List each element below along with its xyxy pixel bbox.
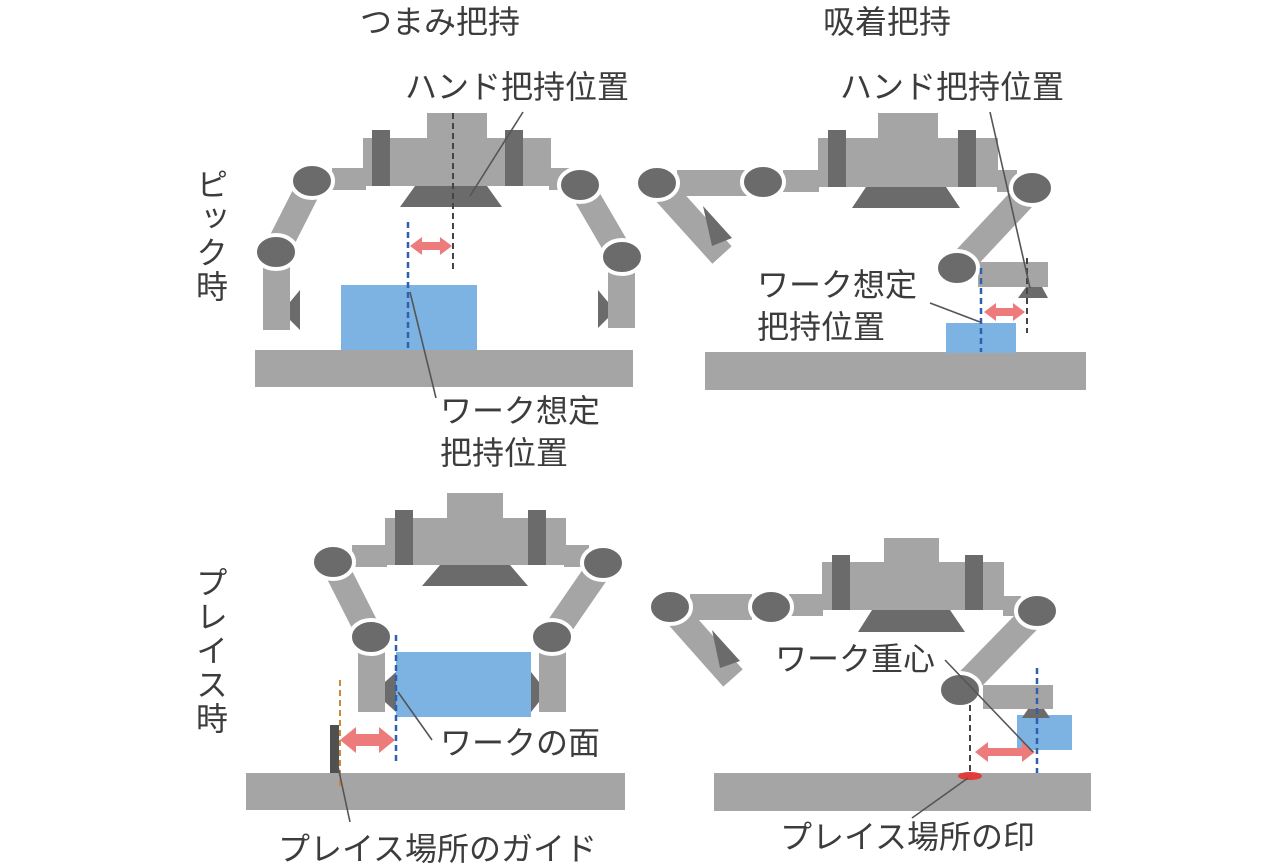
row-label-place: プレイス時 — [191, 566, 229, 736]
hand-side-plate — [395, 510, 413, 565]
offset-arrow — [410, 237, 452, 255]
hand-side-plate — [372, 130, 390, 186]
offset-arrow — [984, 303, 1025, 321]
header-suction-grip: 吸着把持 — [823, 3, 951, 41]
arm-joint — [253, 233, 299, 271]
hand-base — [852, 187, 960, 208]
leader-line — [929, 302, 981, 323]
arm-shoulder-link — [783, 170, 819, 192]
hand-side-plate — [528, 510, 546, 565]
arm-lower-link — [608, 268, 635, 328]
offset-arrow — [975, 742, 1035, 762]
hand-base — [858, 610, 965, 632]
assumed-grip-position-label-line1: ワーク想定 — [757, 266, 917, 304]
place-suction-panel: ワーク重心 プレイス場所の印 — [647, 538, 1091, 856]
hand-body — [822, 538, 1004, 632]
arm-lower-link — [263, 262, 290, 330]
place-guide — [330, 725, 339, 773]
pick-pinch-panel: ハンド把持位置 ワーク想定 把持位置 — [253, 68, 645, 472]
floor — [714, 773, 1091, 811]
hand-top-block — [878, 113, 938, 140]
leader-line — [989, 111, 1031, 289]
arm-joint — [934, 249, 980, 287]
work-center-label: ワーク重心 — [775, 640, 935, 678]
arm-upper-link — [677, 170, 747, 196]
gripper-finger — [531, 672, 539, 712]
arm-joint — [634, 164, 680, 202]
leader-line — [944, 659, 1034, 753]
arm-joint — [937, 671, 983, 709]
gripper-finger — [598, 290, 608, 328]
floor — [255, 350, 633, 387]
floor — [705, 352, 1086, 390]
arm-joint — [580, 544, 626, 582]
hand-body — [363, 113, 551, 207]
arm-joint — [647, 588, 693, 626]
hand-side-plate — [958, 130, 976, 187]
arm-joint — [557, 166, 603, 204]
arm-shoulder-link — [332, 168, 366, 190]
arm-shoulder-link — [789, 594, 823, 616]
gripper-finger — [712, 630, 740, 668]
hand-top-block — [427, 113, 487, 140]
hand-grip-position-label: ハンド把持位置 — [840, 68, 1064, 106]
arm-joint — [348, 618, 394, 656]
gripper-finger — [703, 206, 732, 246]
workpiece — [396, 652, 531, 717]
gripper-finger — [385, 672, 396, 712]
arm-joint — [1014, 592, 1060, 630]
leader-line — [469, 111, 524, 197]
place-mark-label: プレイス場所の印 — [780, 818, 1035, 856]
pick-suction-panel: ハンド把持位置 ワーク想定 把持位置 — [634, 68, 1086, 390]
arm-joint — [748, 588, 794, 626]
arm-wrist — [978, 262, 1048, 287]
arm-shoulder-link — [352, 545, 387, 567]
place-pinch-panel: ワークの面 プレイス場所のガイド — [246, 493, 626, 868]
place-mark — [958, 772, 982, 780]
header-pinch-grip: つまみ把持 — [360, 3, 520, 41]
arm-upper-link — [690, 594, 752, 620]
suction-cup — [1018, 287, 1048, 298]
assumed-grip-position-label-line2: 把持位置 — [757, 308, 885, 346]
assumed-grip-position-label-line1: ワーク想定 — [440, 392, 600, 430]
arm-wrist — [983, 685, 1053, 709]
arm-joint — [289, 162, 335, 200]
hand-side-plate — [832, 555, 850, 610]
arm-joint — [1009, 169, 1055, 207]
hand-base — [422, 565, 528, 586]
arm-joint — [310, 543, 356, 581]
hand-side-plate — [965, 555, 983, 610]
hand-base — [400, 186, 502, 207]
hand-top-block — [884, 538, 939, 564]
arm-joint — [599, 238, 645, 276]
hand-body — [818, 113, 998, 208]
arm-lower-link — [539, 650, 566, 712]
place-guide-label: プレイス場所のガイド — [278, 830, 597, 868]
hand-side-plate — [505, 130, 523, 186]
floor — [246, 773, 625, 810]
arm-joint — [529, 618, 575, 656]
offset-arrow — [340, 727, 395, 753]
arm-lower-link — [358, 650, 385, 712]
arm-joint — [740, 163, 786, 201]
leader-line — [397, 691, 433, 741]
left-arm — [647, 170, 819, 264]
hand-body — [385, 493, 566, 586]
leader-line — [409, 291, 437, 399]
row-label-pick: ピック時 — [191, 168, 229, 304]
hand-top-block — [447, 493, 503, 520]
work-face-label: ワークの面 — [440, 724, 600, 762]
hand-side-plate — [828, 130, 846, 187]
leader-line — [911, 777, 969, 819]
hand-grip-position-label: ハンド把持位置 — [405, 68, 629, 106]
gripper-finger — [290, 290, 300, 330]
leader-line — [336, 761, 351, 823]
assumed-grip-position-label-line2: 把持位置 — [440, 434, 568, 472]
